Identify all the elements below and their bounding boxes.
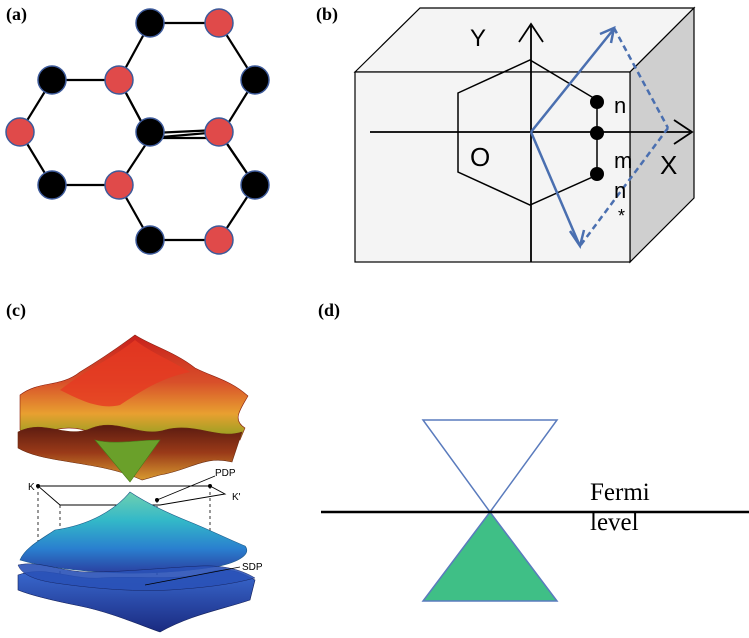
atom-black xyxy=(240,65,270,95)
panel-a-label: (a) xyxy=(6,4,27,24)
atom-n xyxy=(590,95,604,109)
atom-n-label: n xyxy=(614,93,626,118)
fermi-label-line1: Fermi xyxy=(590,479,650,506)
upper-cone xyxy=(421,419,559,514)
atom-black xyxy=(135,225,165,255)
sdp-leader xyxy=(144,566,241,586)
lattice-atoms xyxy=(5,8,270,255)
atom-black xyxy=(135,8,165,38)
lattice-vectors xyxy=(529,25,670,250)
atom-m-label: m xyxy=(614,148,632,173)
panel-d-label: (d) xyxy=(318,300,340,320)
defect-box-diagram: Y X O n m n * xyxy=(353,6,696,264)
atom-n-star-label: n xyxy=(614,178,626,203)
origin-label: O xyxy=(470,142,490,172)
atom-red xyxy=(204,225,234,255)
honeycomb-lattice xyxy=(5,8,270,255)
panel-b-label: (b) xyxy=(316,4,338,24)
fermi-label-line2: level xyxy=(590,509,639,536)
upper-band-highlight xyxy=(60,340,190,407)
y-axis-label: Y xyxy=(470,25,486,52)
atom-black xyxy=(37,170,67,200)
panel-c-label: (c) xyxy=(6,300,26,320)
atom-m xyxy=(590,126,604,140)
k-prime-label: K' xyxy=(232,492,241,503)
upper-cone-tip xyxy=(94,439,161,483)
dirac-cone-diagram: Fermi level xyxy=(321,419,749,602)
atom-red xyxy=(204,8,234,38)
x-axis-arrowhead xyxy=(673,119,694,145)
x-axis-label: X xyxy=(660,150,677,180)
pdp-label: PDP xyxy=(215,468,236,479)
atom-n-star xyxy=(590,167,604,181)
atom-red xyxy=(104,170,134,200)
lower-cone xyxy=(19,491,248,574)
sdp-label: SDP xyxy=(242,562,263,573)
band-structure-3d: K K' PDP SDP xyxy=(17,334,263,633)
lower-cone-filled xyxy=(421,510,559,602)
atom-black xyxy=(37,65,67,95)
atom-black xyxy=(135,117,165,147)
lower-band-edge xyxy=(17,563,256,591)
y-axis-arrowhead xyxy=(518,22,544,43)
atom-black xyxy=(240,170,270,200)
pdp-leader xyxy=(156,475,216,501)
atom-n-star-asterisk: * xyxy=(618,206,625,226)
k-label: K xyxy=(28,482,35,493)
atom-red xyxy=(5,117,35,147)
atom-red xyxy=(204,117,234,147)
atom-red xyxy=(104,65,134,95)
